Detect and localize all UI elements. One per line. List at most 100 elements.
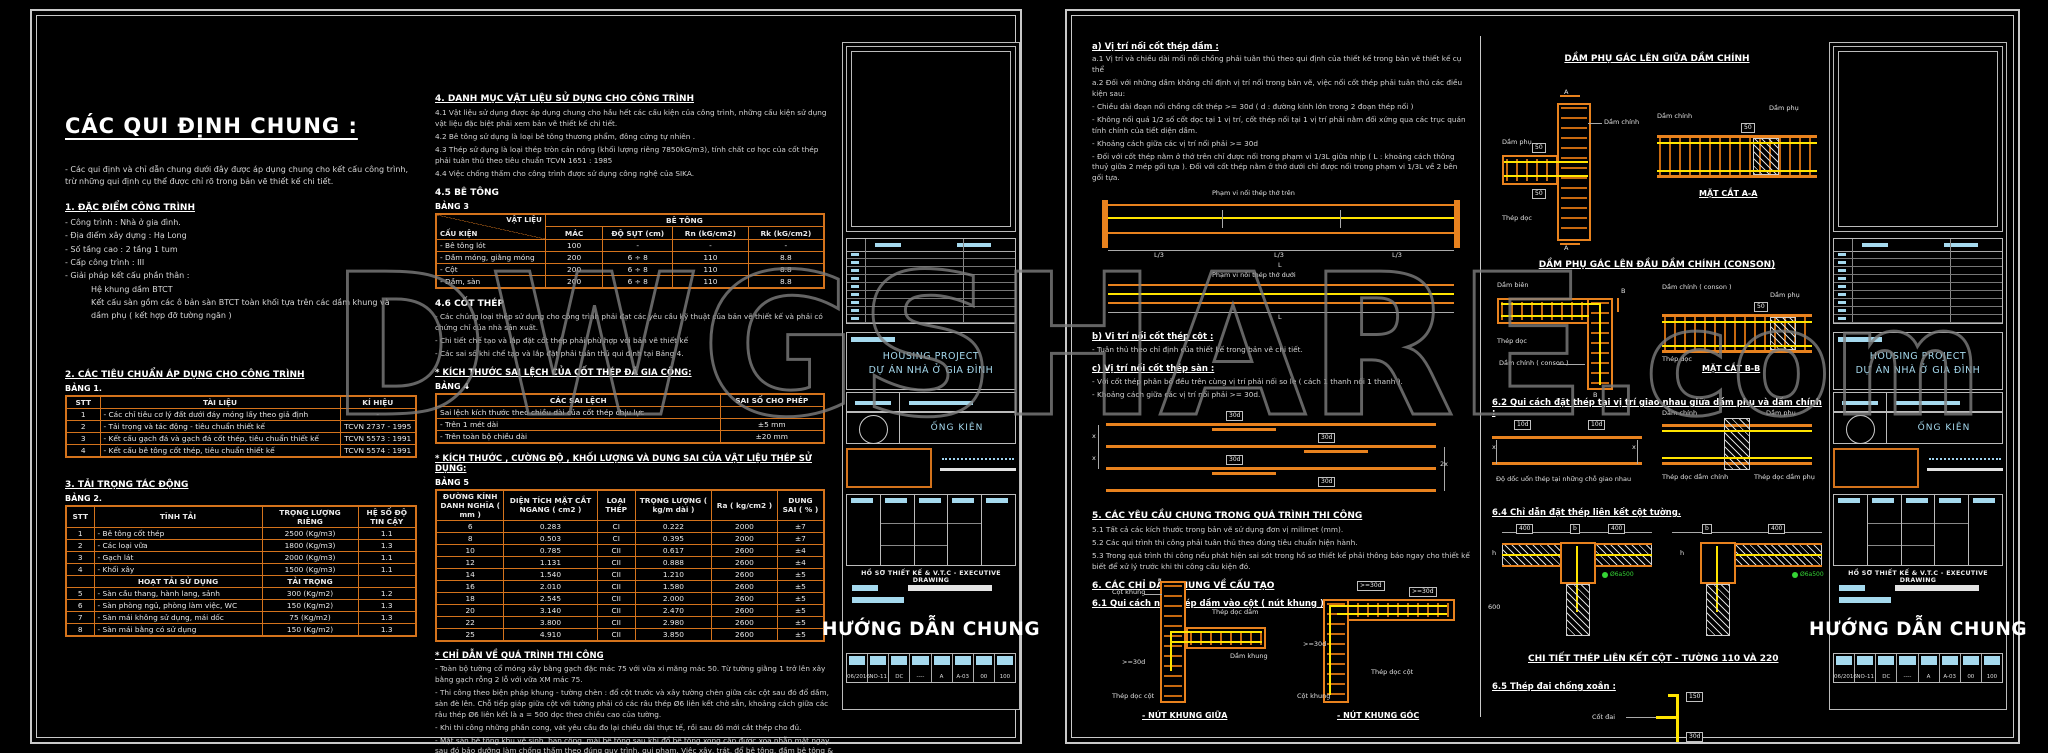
sig-col — [1867, 495, 1902, 565]
hatched-joint-zone — [1724, 418, 1750, 470]
materials-column: 4. DANH MỤC VẬT LIỆU SỬ DỤNG CHO CÔNG TR… — [435, 84, 835, 753]
footer-cell: 00 — [1961, 654, 1982, 682]
rebar-label: Thép dọc — [1662, 355, 1692, 363]
footer-cell: 100 — [1982, 654, 2002, 682]
edge-beam-label: Dầm biên — [1497, 281, 1529, 289]
s46-para: - Chi tiết chế tạo và lắp đặt cốt thép p… — [435, 336, 689, 345]
d2-plan-diagram: Dầm biên B Thép dọc Dầm chính ( conson )… — [1497, 281, 1647, 399]
title-block: HOUSING PROJECT DỰ ÁN NHÀ Ở GIA ĐÌNH ỐNG… — [822, 42, 1040, 710]
dim-box: 50 — [1532, 143, 1546, 153]
intro-paragraph: - Các qui định và chỉ dẫn chung dưới đây… — [65, 165, 409, 187]
s1-item: - Địa điểm xây dựng : Hạ Long — [65, 231, 187, 241]
info-row — [1833, 392, 2003, 412]
footer-cell: ---- — [910, 654, 932, 682]
table3-label: BẢNG 3 — [435, 201, 469, 211]
sig-col — [1935, 495, 1970, 565]
logo-row — [846, 448, 1016, 490]
field-bar — [1838, 337, 1882, 342]
staggered-splice-diagram: 30d 30d 30d 30d x x 2x — [1092, 409, 1452, 501]
section-a-heading: a) Vị trí nối cốt thép dầm : — [1092, 42, 1219, 52]
s5-para: 5.1 Tất cả các kích thước trong bản vẽ s… — [1092, 525, 1344, 535]
dim-box: 10d — [1514, 420, 1532, 430]
beam-intersection-diagram: Dầm chính Dầm phụ Thép dọc dầm chính Thé… — [1662, 409, 1815, 490]
section-5-heading: 5. CÁC YÊU CẦU CHUNG TRONG QUÁ TRÌNH THI… — [1092, 511, 1363, 522]
table4-heading: * KÍCH THƯỚC SAI LỆCH CỦA CỐT THÉP ĐÃ GI… — [435, 367, 692, 378]
d1-plan-diagram: A A Dầm chính Dầm phụ 50 50 Thép dọc — [1502, 88, 1642, 252]
revision-rows — [847, 251, 1015, 323]
project-name-en: HOUSING PROJECT — [882, 351, 980, 362]
field-bar — [1862, 243, 1888, 247]
field-bar — [1839, 585, 1865, 591]
notes-heading: * CHỈ DẪN VỀ QUÁ TRÌNH THI CÔNG — [435, 650, 604, 661]
table-subheader-row: HOẠT TẢI SỬ DỤNG TẢI TRỌNG — [65, 574, 417, 588]
table-row: - Trên toàn bộ chiều dài±20 mm — [435, 429, 825, 444]
dim-box: 150 — [1686, 692, 1704, 702]
sig-col — [880, 495, 915, 565]
table-row: 3 - Kết cấu gạch đá và gạch đá cốt thép,… — [65, 431, 417, 445]
beam-splice-zone-diagram-top: Phạm vi nối thép thớ trên L/3 L/3 L/3 L — [1092, 189, 1470, 270]
s1-item: - Số tầng cao : 2 tầng 1 tum — [65, 244, 178, 254]
section-2-heading: 2. CÁC TIÊU CHUẨN ÁP DỤNG CHO CÔNG TRÌNH — [65, 369, 305, 380]
dim-label: h — [1492, 549, 1497, 557]
splice-rules-column: a) Vị trí nối cốt thép dầm : a.1 Vị trí … — [1092, 42, 1470, 612]
s1-item: - Giải pháp kết cấu phần thân : — [65, 271, 190, 281]
dim-box: 30d — [1686, 732, 1704, 742]
torsion-stirrup-diagram: Cốt đai 150 30d — [1592, 690, 1732, 750]
project-box: HOUSING PROJECT DỰ ÁN NHÀ Ở GIA ĐÌNH — [846, 332, 1016, 390]
section-65-heading: 6.5 Thép đai chống xoắn : — [1492, 682, 1616, 692]
project-name-en: HOUSING PROJECT — [1869, 351, 1967, 362]
secondary-beam-label: Dầm phụ — [1502, 138, 1532, 146]
stamp-inner-frame — [851, 51, 1011, 227]
hatched-joint-zone — [1753, 138, 1779, 175]
table-row: - Trên 1 mét dài±5 mm — [435, 417, 825, 431]
rebar-label: Thép dọc dầm phụ — [1754, 473, 1815, 481]
tie-marker-dot — [1602, 572, 1608, 578]
field-bar — [852, 585, 878, 591]
sc-para: - Với cốt thép phân bố đều trên cùng vị … — [1092, 377, 1403, 387]
signature-dotted-line — [942, 458, 1014, 460]
sig-col — [1901, 495, 1936, 565]
sheet-left-frame: CÁC QUI ĐỊNH CHUNG : - Các qui định và c… — [36, 15, 1040, 753]
page-title: CÁC QUI ĐỊNH CHUNG : — [65, 114, 358, 138]
column-divider — [1480, 36, 1481, 717]
dim-label: x — [1092, 432, 1096, 441]
column-wall-tie-diagram: 400 b 400 h 600 Ø6a500 — [1488, 524, 1652, 642]
signature-line — [940, 468, 1016, 471]
notes-para: - Mặt sàn bê tông khu vệ sinh, ban công,… — [435, 735, 834, 753]
column-label: Cột khung — [1297, 692, 1331, 700]
field-bar — [851, 337, 895, 342]
footer-cell: A-03 — [1940, 654, 1961, 682]
section-caption: MẶT CẮT A-A — [1699, 189, 1758, 198]
revision-rows — [1834, 251, 2002, 323]
tie-detail-caption: CHI TIẾT THÉP LIÊN KẾT CỘT - TƯỜNG 110 V… — [1528, 654, 1779, 664]
mid-joint-diagram: Cột khung Thép dọc dầm Dầm khung >=30d T… — [1112, 581, 1272, 726]
sig-col — [1969, 495, 2002, 565]
footer-cell: ---- — [1897, 654, 1919, 682]
field-bars-row — [1833, 583, 2003, 607]
field-bar — [908, 585, 992, 591]
owner-row: ỐNG KIÊN — [1833, 412, 2003, 444]
footer-cell: 00 — [974, 654, 995, 682]
logo-box — [1833, 448, 1919, 488]
revision-table — [846, 238, 1016, 324]
section-mark: A — [1564, 88, 1569, 96]
field-bar — [855, 401, 891, 405]
col-header: STT — [65, 395, 101, 409]
table4-label: BẢNG 4 — [435, 381, 469, 391]
section-61-heading: 6.1 Qui cách neo thép dầm vào cột ( nút … — [1092, 598, 1328, 609]
logo-box — [846, 448, 932, 488]
section-c-heading: c) Vị trí nối cốt thép sàn : — [1092, 364, 1215, 375]
stamp-inner-frame — [1838, 51, 1998, 227]
notes-para: - Toàn bộ tường cổ móng xây bằng gạch đặ… — [435, 663, 826, 684]
tie-marker-dot — [1792, 572, 1798, 578]
footer-cell: A-03 — [953, 654, 974, 682]
title-block-footer: 06/2016 NO-11 DC ---- A A-03 00 100 — [1833, 653, 2003, 683]
column-rebar-label: Thép dọc cột — [1371, 668, 1414, 676]
footer-cell: 06/2016 — [847, 654, 870, 682]
signature-table — [846, 494, 1016, 566]
